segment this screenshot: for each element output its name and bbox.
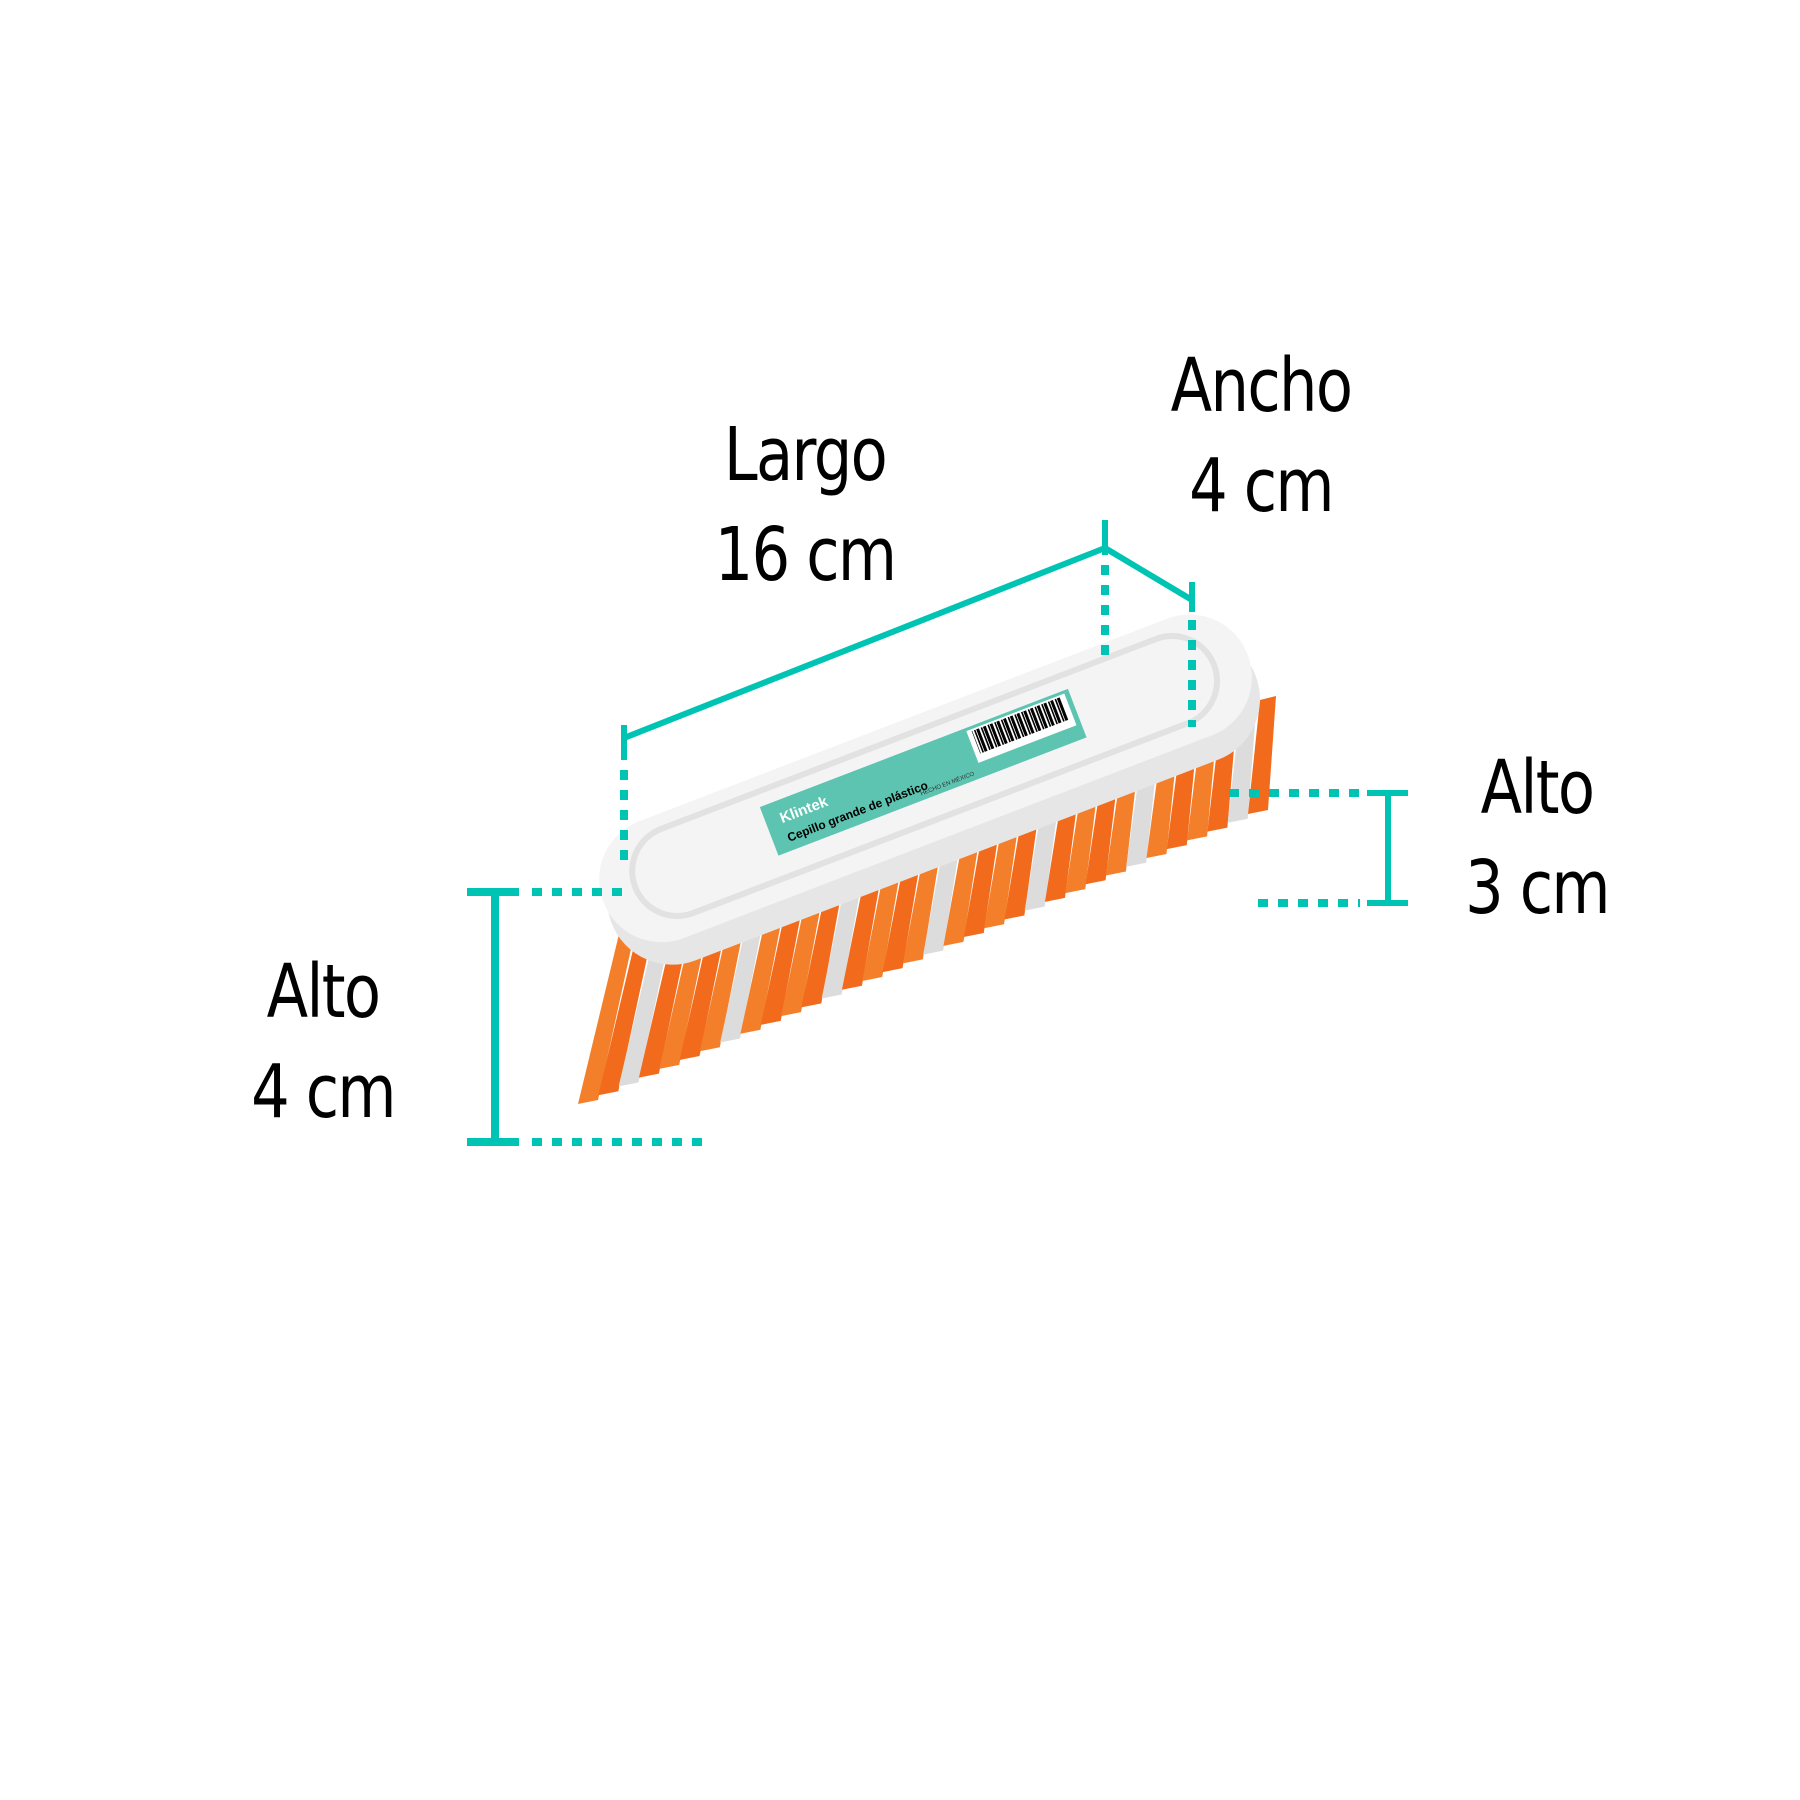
barcode-bar bbox=[996, 720, 1008, 745]
barcode-bar bbox=[973, 729, 985, 753]
alto-left-value: 4 cm bbox=[251, 1049, 396, 1135]
barcode-bar bbox=[978, 728, 988, 751]
barcode-bar bbox=[1043, 702, 1055, 727]
barcode-bar bbox=[989, 723, 1001, 747]
ancho-value: 4 cm bbox=[1189, 443, 1334, 529]
barcode-bar bbox=[976, 728, 988, 752]
barcode-bar bbox=[1005, 718, 1015, 741]
barcode-bar bbox=[987, 724, 998, 748]
barcode-bar bbox=[1034, 706, 1045, 730]
barcode-bar bbox=[1014, 714, 1025, 738]
barcode-bar bbox=[1003, 718, 1015, 742]
barcode-bar bbox=[1045, 702, 1055, 726]
barcode-bar bbox=[1054, 698, 1065, 722]
barcode-bar bbox=[1056, 697, 1068, 721]
barcode-bar bbox=[980, 727, 991, 751]
barcode-bar bbox=[1032, 707, 1042, 731]
barcode-bar bbox=[971, 730, 981, 754]
barcode-bar bbox=[998, 720, 1008, 744]
barcode-bar bbox=[1018, 712, 1028, 736]
barcode-bar bbox=[1050, 700, 1062, 724]
alto-left-dimension: Alto 4 cm bbox=[221, 942, 426, 1142]
brush-image: Klintek Cepillo grande de plástico HECHO… bbox=[578, 614, 1276, 1104]
barcode-bar bbox=[1020, 711, 1032, 735]
bristle-tuft bbox=[578, 926, 636, 1104]
barcode-bar bbox=[1023, 710, 1035, 734]
barcode-bar bbox=[1052, 699, 1062, 723]
largo-dimension: Largo 16 cm bbox=[703, 405, 908, 605]
alto-left-label: Alto bbox=[266, 949, 381, 1035]
barcode-bar bbox=[1047, 701, 1058, 725]
barcode-bar bbox=[1009, 715, 1021, 739]
barcode-bar bbox=[1027, 709, 1038, 733]
bristle-tuft bbox=[1248, 696, 1276, 814]
barcode-bar bbox=[994, 721, 1005, 745]
alto-right-label: Alto bbox=[1480, 745, 1595, 831]
ancho-dimension: Ancho 4 cm bbox=[1159, 336, 1364, 536]
barcode-bar bbox=[1000, 719, 1011, 743]
bristle-tuft bbox=[598, 919, 656, 1096]
barcode-bar bbox=[1036, 705, 1048, 729]
largo-value: 16 cm bbox=[714, 512, 897, 598]
alto-right-dimension: Alto 3 cm bbox=[1435, 738, 1640, 938]
barcode-bar bbox=[1016, 713, 1028, 737]
largo-label: Largo bbox=[723, 412, 888, 498]
barcode-bar bbox=[1059, 697, 1069, 721]
barcode-bar bbox=[1007, 716, 1018, 740]
barcode-bar bbox=[985, 725, 995, 749]
largo-line bbox=[622, 545, 1107, 741]
ancho-line bbox=[1103, 545, 1194, 603]
barcode-bar bbox=[1012, 715, 1022, 739]
barcode-bar bbox=[1041, 703, 1052, 727]
barcode-bar bbox=[1025, 710, 1035, 733]
barcode-bar bbox=[1029, 707, 1041, 732]
dimension-lines bbox=[467, 520, 1408, 1146]
barcode-bar bbox=[991, 723, 1002, 746]
barcode-bar bbox=[982, 725, 994, 750]
barcode-bar bbox=[1038, 705, 1049, 728]
product-sticker: Klintek Cepillo grande de plástico HECHO… bbox=[759, 688, 1087, 856]
alto-right-value: 3 cm bbox=[1465, 845, 1610, 931]
ancho-label: Ancho bbox=[1170, 343, 1353, 429]
